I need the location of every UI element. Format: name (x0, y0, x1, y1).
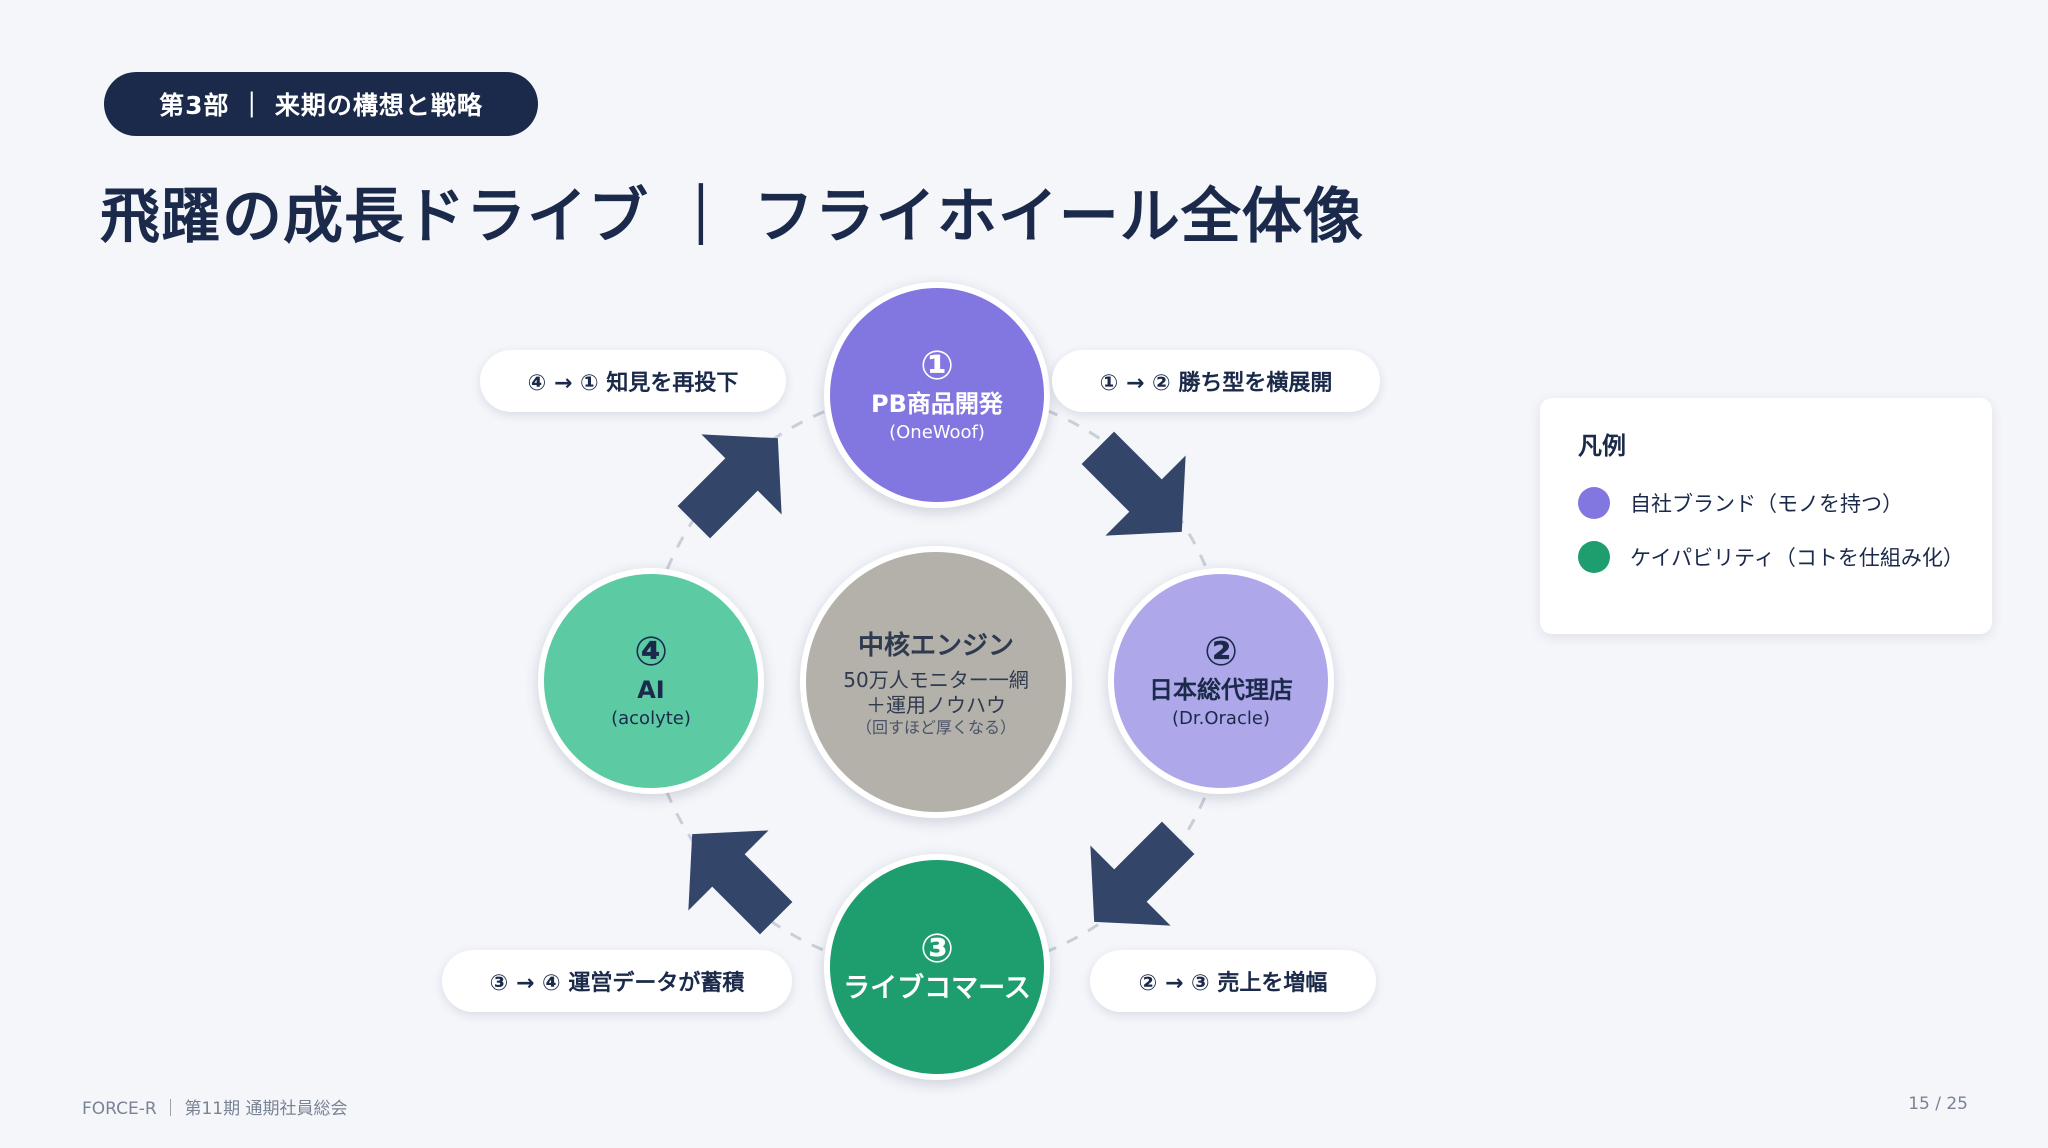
node-name: 日本総代理店 (1149, 675, 1293, 704)
page-title: 飛躍の成長ドライブ ｜ フライホイール全体像 (100, 182, 1364, 252)
core-line-1: 50万人モニター一網 (843, 668, 1029, 693)
section-label: 第3部 ｜ 来期の構想と戦略 (159, 91, 483, 120)
legend-dot-purple (1578, 487, 1610, 519)
arrow-4-to-1 (677, 434, 782, 539)
node-sub: (Dr.Oracle) (1172, 707, 1270, 729)
node-live-commerce: ③ ライブコマース (824, 854, 1050, 1080)
node-number: ② (1204, 628, 1238, 675)
node-number: ① (920, 342, 954, 389)
footer-company: FORCE-R ｜ 第11期 通期社員総会 (82, 1099, 348, 1119)
core-engine: 中核エンジン 50万人モニター一網 ＋運用ノウハウ （回すほど厚くなる） (800, 546, 1072, 818)
edge-label-2-to-3: ② → ③ 売上を増幅 (1090, 950, 1376, 1012)
legend-dot-green (1578, 541, 1610, 573)
node-name: PB商品開発 (871, 389, 1003, 418)
legend-label: ケイパビリティ（コトを仕組み化） (1630, 546, 1964, 570)
arrow-2-to-3 (1090, 821, 1195, 926)
legend-item-own-brand: 自社ブランド（モノを持つ） (1578, 487, 1954, 519)
node-number: ③ (920, 925, 954, 972)
node-sub: (acolyte) (611, 707, 691, 729)
node-sub: (OneWoof) (889, 421, 985, 443)
legend: 凡例 自社ブランド（モノを持つ） ケイパビリティ（コトを仕組み化） (1540, 398, 1992, 634)
legend-label: 自社ブランド（モノを持つ） (1630, 492, 1903, 516)
core-line-2: ＋運用ノウハウ (866, 693, 1006, 718)
core-note: （回すほど厚くなる） (855, 718, 1016, 738)
node-japan-agency: ② 日本総代理店 (Dr.Oracle) (1108, 568, 1334, 794)
page-number: 15 / 25 (1908, 1094, 1968, 1114)
node-name: AI (637, 675, 665, 704)
edge-label-3-to-4: ③ → ④ 運営データが蓄積 (442, 950, 792, 1012)
node-pb-product: ① PB商品開発 (OneWoof) (824, 282, 1050, 508)
node-number: ④ (634, 628, 668, 675)
legend-item-capability: ケイパビリティ（コトを仕組み化） (1578, 541, 1964, 573)
arrow-1-to-2 (1081, 431, 1186, 536)
legend-title: 凡例 (1578, 432, 1626, 460)
node-name: ライブコマース (843, 972, 1031, 1004)
section-pill: 第3部 ｜ 来期の構想と戦略 (104, 72, 538, 136)
edge-label-1-to-2: ① → ② 勝ち型を横展開 (1052, 350, 1380, 412)
edge-label-4-to-1: ④ → ① 知見を再投下 (480, 350, 786, 412)
core-title: 中核エンジン (857, 631, 1014, 662)
node-ai: ④ AI (acolyte) (538, 568, 764, 794)
arrow-3-to-4 (688, 830, 793, 935)
